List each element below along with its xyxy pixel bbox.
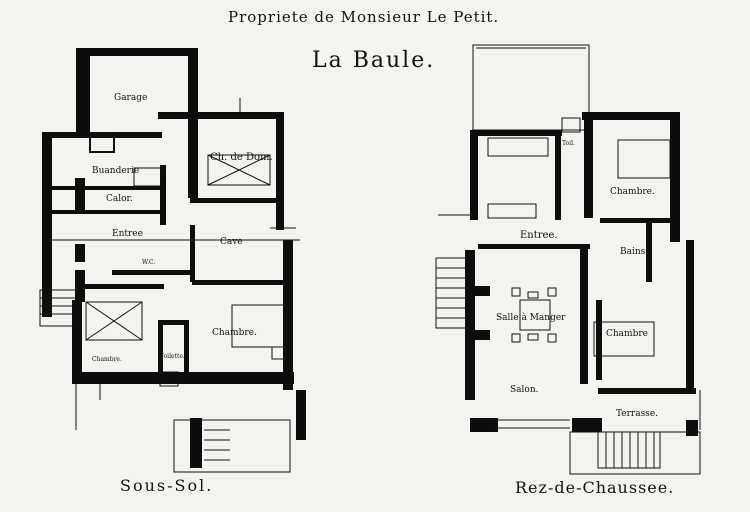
room-label-bath: Bains <box>620 247 646 257</box>
room-label-entry: Entree. <box>520 230 558 241</box>
room-label-toilet: Toilette. <box>160 353 185 360</box>
room-label-cellar: Cave <box>220 237 243 247</box>
room-label-bedroom-1: Chambre. <box>610 187 655 197</box>
plan-title: Propriete de Monsieur Le Petit. <box>228 8 500 26</box>
room-label-wc: W.C. <box>142 259 155 266</box>
room-label-garage: Garage <box>114 93 147 103</box>
ground-floor-plan: Toil. Chambre. Entree. Bains Salle à Man… <box>435 44 701 475</box>
room-label-living-room: Salon. <box>510 385 539 395</box>
ground-floor-level-label: Rez-de-Chaussee. <box>515 478 675 497</box>
room-label-toilet: Toil. <box>562 140 575 147</box>
room-label-maid-room: Ch. de Dom. <box>210 152 273 163</box>
room-label-terrace: Terrasse. <box>616 409 658 419</box>
room-label-boiler: Calor. <box>106 194 133 204</box>
basement-floor-plan: Garage Buanderie Calor. Ch. de Dom. Entr… <box>39 48 306 473</box>
plan-location: La Baule. <box>312 48 436 73</box>
room-label-laundry: Buanderie <box>92 166 139 176</box>
room-label-bedroom-2: Chambre. <box>92 356 122 363</box>
room-label-bedroom-1: Chambre. <box>212 328 257 338</box>
room-label-bedroom-2: Chambre <box>606 329 648 339</box>
basement-level-label: Sous-Sol. <box>120 476 214 495</box>
room-label-entry: Entree <box>112 229 143 239</box>
room-label-dining-room: Salle à Manger <box>496 312 566 323</box>
